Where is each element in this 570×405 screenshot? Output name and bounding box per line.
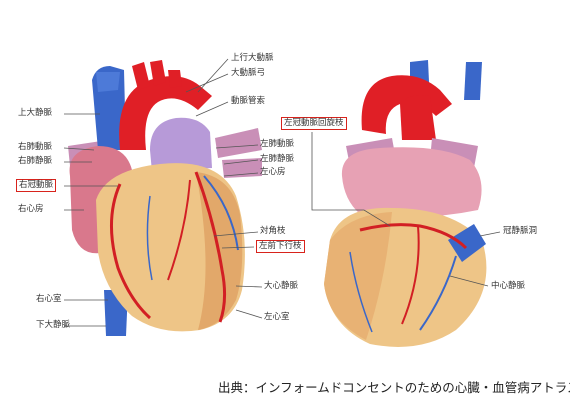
leader-ligamentum [195, 101, 229, 117]
label-left-ventricle: 左心室 [264, 312, 290, 322]
leader-r-pulm-artery [63, 147, 95, 151]
label-aortic-arch: 大動脈弓 [231, 68, 266, 78]
label-right-pulmonary-artery: 右肺動脈 [18, 142, 53, 152]
label-great-cardiac-vein: 大心静脈 [264, 281, 299, 291]
posterior-heart-illustration [324, 60, 487, 347]
label-right-atrium: 右心房 [18, 204, 44, 214]
label-ascending-aorta: 上行大動脈 [231, 53, 274, 63]
leader-gcv [235, 285, 263, 288]
label-coronary-sinus: 冠静脈洞 [503, 226, 538, 236]
leader-coronary-sinus [479, 231, 501, 237]
leader-mcv [449, 275, 489, 287]
label-middle-cardiac-vein: 中心静脈 [491, 281, 526, 291]
label-left-pulmonary-artery: 左肺動脈 [260, 139, 295, 149]
label-diagonal-branch: 対角枝 [260, 226, 286, 236]
label-circumflex-branch: 左冠動脈回旋枝 [281, 117, 347, 130]
label-right-ventricle: 右心室 [36, 294, 62, 304]
leader-l-pulm-vein [223, 159, 259, 165]
label-left-atrium: 左心房 [260, 167, 286, 177]
source-credit: 出典：インフォームドコンセントのための心臓・血管病アトラス [218, 380, 570, 395]
leader-lines [63, 58, 501, 327]
label-right-coronary-artery: 右冠動脈 [16, 179, 57, 192]
leader-l-pulm-artery [215, 144, 259, 149]
label-ligamentum-arteriosum: 動脈管索 [231, 96, 266, 106]
leader-la [223, 172, 259, 177]
leader-circumflex [311, 132, 391, 227]
leader-aortic-arch [185, 73, 229, 93]
leader-ascending-aorta [197, 58, 229, 93]
leader-diagonal [213, 231, 259, 237]
label-inferior-vena-cava: 下大静脈 [36, 320, 71, 330]
label-superior-vena-cava: 上大静脈 [18, 108, 53, 118]
label-left-anterior-descending: 左前下行枝 [256, 240, 305, 253]
anterior-heart-illustration [68, 60, 262, 336]
label-right-pulmonary-vein: 右肺静脈 [18, 156, 53, 166]
leader-lv [235, 309, 263, 319]
leader-lad [221, 246, 255, 249]
label-left-pulmonary-vein: 左肺静脈 [260, 154, 295, 164]
